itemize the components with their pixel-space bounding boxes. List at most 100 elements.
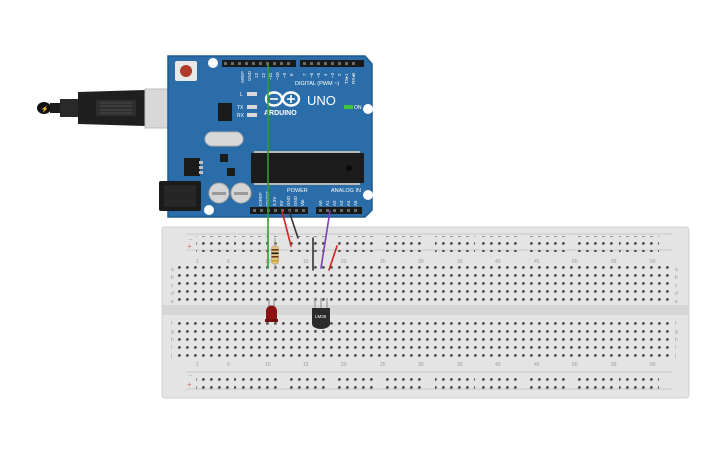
arduino-uno-board[interactable]: L TX RX ARDUINO UNO ON [159, 55, 373, 218]
row-label: f [171, 321, 173, 327]
wire-black-gnd[interactable] [288, 210, 299, 239]
wire-purple-a0[interactable] [320, 210, 331, 269]
col-label: 5 [227, 259, 230, 265]
terminal-holes-a-e[interactable] [176, 266, 672, 306]
cable-end [37, 102, 51, 114]
col-label: 1 [196, 259, 199, 265]
row-label: g [675, 329, 678, 335]
col-label: 50 [572, 362, 578, 368]
mount-hole [363, 104, 373, 114]
row-label: f [675, 321, 677, 327]
usb-chip [218, 103, 232, 121]
voltage-regulator [184, 158, 200, 176]
digital-section-label: DIGITAL (PWM ~) [295, 81, 339, 87]
tx-led-label: TX [237, 105, 244, 111]
pin-label: ~6 [309, 72, 314, 78]
pin-label: 12 [261, 72, 266, 78]
digital-header[interactable] [222, 60, 364, 67]
wire-red-sensor[interactable] [328, 245, 338, 271]
col-label: 1 [196, 362, 199, 368]
row-label: d [675, 291, 678, 297]
col-label: 30 [418, 259, 424, 265]
column-numbers-top: 1 5 10 15 20 25 30 35 40 45 50 55 60 [196, 259, 656, 265]
row-label: c [675, 283, 678, 289]
crystal [204, 131, 244, 147]
pin-label: Vin [300, 199, 305, 206]
pin-label: A0 [318, 200, 323, 206]
pin-label: GND [286, 195, 291, 206]
pin-label: GND [293, 195, 298, 206]
rx-led-label: RX [237, 113, 245, 119]
row-label: b [171, 275, 174, 281]
pin-label: A2 [332, 200, 337, 206]
pin-label: ~11 [268, 72, 273, 80]
rail-minus-bottom-label: − [188, 371, 193, 380]
col-label: 60 [650, 259, 656, 265]
l-led-label: L [240, 92, 243, 98]
bottom-rail-holes[interactable] [196, 375, 659, 391]
breadboard[interactable]: − + − + [161, 226, 690, 399]
power-section-label: POWER [287, 188, 308, 194]
resistor[interactable] [271, 238, 279, 270]
mount-hole [204, 205, 214, 215]
col-label: 5 [227, 362, 230, 368]
col-label: 15 [303, 259, 309, 265]
terminal-holes-f-j[interactable] [176, 319, 672, 359]
row-label: g [171, 329, 174, 335]
col-label: 10 [265, 362, 271, 368]
row-label: i [171, 345, 172, 351]
pin-label: RX◂0 [351, 72, 356, 84]
col-label: 20 [341, 362, 347, 368]
row-label: b [675, 275, 678, 281]
temperature-sensor[interactable]: LM35 [312, 298, 330, 329]
col-label: 60 [650, 362, 656, 368]
col-label: 15 [303, 362, 309, 368]
col-label: 45 [534, 362, 540, 368]
row-label: h [171, 337, 174, 343]
arduino-brand-label: ARDUINO [264, 110, 297, 117]
row-label: e [675, 299, 678, 305]
uno-model-label: UNO [307, 93, 336, 108]
microcontroller-chip [251, 153, 364, 183]
row-label: j [674, 353, 676, 359]
row-label: i [675, 345, 676, 351]
on-led [344, 105, 353, 109]
pin-label: 5V [279, 200, 284, 206]
row-label: a [171, 267, 174, 273]
top-rail-holes[interactable] [196, 236, 659, 252]
pin-label: 4 [323, 73, 328, 76]
rail-plus-top-label: + [187, 242, 192, 251]
rail-plus-bottom-label: + [187, 380, 192, 389]
analog-section-label: ANALOG IN [331, 188, 361, 194]
pin-label: A3 [339, 200, 344, 206]
col-label: 40 [495, 259, 501, 265]
row-letters-left: a b c d e f g h i j [170, 267, 174, 359]
row-label: a [675, 267, 678, 273]
power-header[interactable] [250, 207, 362, 214]
arduino-logo-icon [264, 91, 301, 107]
pin-label: A5 [353, 200, 358, 206]
pin-label: 3.3V [272, 197, 277, 206]
pin-label: A1 [325, 200, 330, 206]
red-led[interactable] [265, 299, 278, 322]
on-label: ON [354, 105, 362, 111]
col-label: 25 [380, 259, 386, 265]
col-label: 55 [611, 362, 617, 368]
lightning-icon: ⚡ [41, 105, 48, 113]
col-label: 25 [380, 362, 386, 368]
wire-red-5v[interactable] [281, 210, 292, 247]
row-label: d [171, 291, 174, 297]
pin-label: ~3 [330, 72, 335, 78]
pin-label: 8 [289, 73, 294, 76]
col-label: 45 [534, 259, 540, 265]
row-label: c [171, 283, 174, 289]
row-label: h [675, 337, 678, 343]
col-label: 35 [457, 362, 463, 368]
col-label: 50 [572, 259, 578, 265]
wires[interactable] [267, 63, 338, 271]
row-label: e [171, 299, 174, 305]
column-numbers-bottom: 1 5 10 15 20 25 30 35 40 45 50 55 60 [196, 362, 656, 368]
pin-label: ~5 [316, 72, 321, 78]
pin-label: TX▸1 [344, 73, 349, 84]
sensor-label: LM35 [315, 314, 327, 319]
